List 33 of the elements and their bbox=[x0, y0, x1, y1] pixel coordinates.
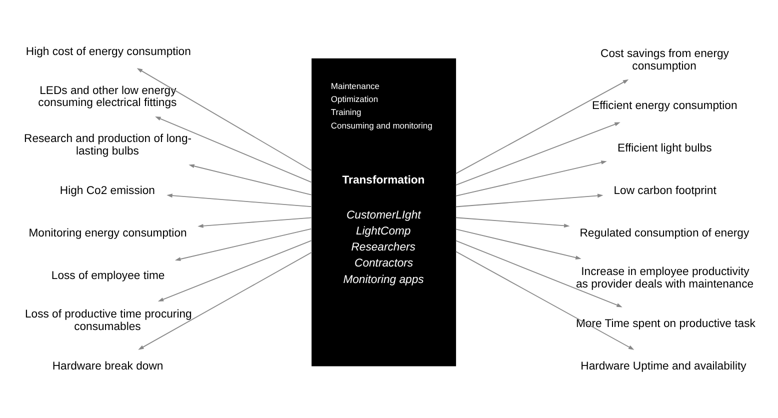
arrow bbox=[455, 160, 607, 196]
arrow bbox=[155, 116, 312, 183]
node-text: More Time spent on productive task bbox=[576, 318, 756, 330]
node-text: LEDs and other low energy consuming electrical fittings bbox=[38, 84, 177, 110]
node-text: High cost of energy consumption bbox=[26, 46, 191, 58]
arrow bbox=[198, 217, 312, 228]
arrow bbox=[455, 251, 634, 350]
node-text: High Co2 emission bbox=[60, 184, 155, 197]
node-text: Hardware Uptime and availability bbox=[580, 360, 746, 373]
node-text: Loss of employee time bbox=[51, 270, 165, 282]
node-text: Research and production of long-lasting bulbs bbox=[24, 133, 192, 158]
arrow bbox=[455, 194, 604, 208]
arrow bbox=[158, 240, 312, 302]
arrow bbox=[188, 164, 312, 196]
arrow bbox=[455, 228, 582, 260]
node-text: Regulated consumption of energy bbox=[580, 227, 750, 240]
arrow bbox=[138, 252, 312, 350]
arrow bbox=[455, 240, 622, 308]
arrow bbox=[455, 79, 629, 174]
node-text: Low carbon footprint bbox=[614, 184, 716, 197]
node-text: Efficient energy consumption bbox=[592, 100, 738, 112]
node-box: Maintenance Optimization Training Consuming and monitoring Transformation CustomerLIght LightComp Researchers Contractors Monitoring apps bbox=[312, 58, 456, 366]
arrow bbox=[455, 122, 620, 186]
node-text: Monitoring energy consumption bbox=[28, 227, 187, 240]
node-text: Hardware break down bbox=[52, 360, 164, 373]
arrow bbox=[174, 228, 312, 261]
arrow bbox=[136, 68, 312, 172]
arrow bbox=[455, 217, 570, 228]
arrow bbox=[166, 194, 312, 208]
node-text: Cost savings from energy consumption bbox=[600, 48, 729, 72]
node-text: Loss of productive time procuring consumables bbox=[24, 308, 192, 333]
node-text: Efficient light bulbs bbox=[618, 142, 712, 154]
node-text: Increase in employee productivity as provider deals with maintenance bbox=[576, 266, 754, 290]
